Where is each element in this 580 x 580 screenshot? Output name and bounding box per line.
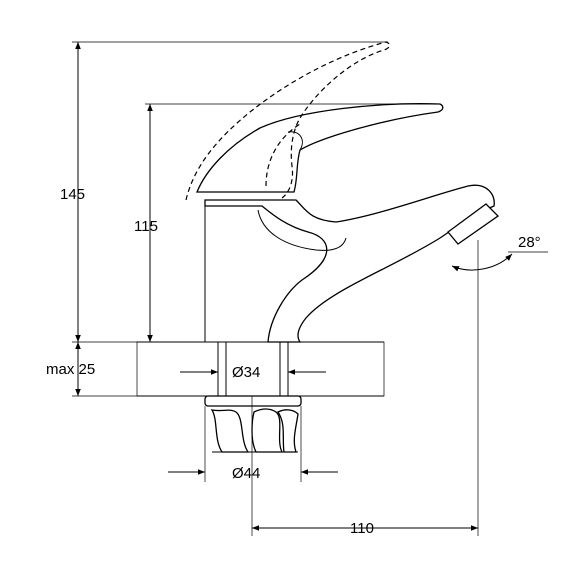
reach-dimension [251, 240, 479, 536]
label-nut-diameter: Ø44 [232, 465, 260, 482]
height-dimensions [72, 41, 438, 397]
label-height-spout: 115 [134, 218, 158, 235]
angle-dimension [451, 251, 548, 272]
label-height-total: 145 [60, 186, 85, 203]
countertop [136, 341, 385, 397]
fixing-nut [204, 395, 302, 453]
lever-handle-raised [185, 41, 391, 201]
diameter-dimensions [168, 369, 338, 482]
label-max-thickness: max 25 [46, 361, 95, 378]
label-spout-angle: 28° [518, 234, 541, 251]
faucet-body [204, 184, 500, 343]
lever-handle [196, 103, 444, 193]
label-reach: 110 [350, 520, 374, 537]
label-shank-diameter: Ø34 [232, 364, 260, 381]
